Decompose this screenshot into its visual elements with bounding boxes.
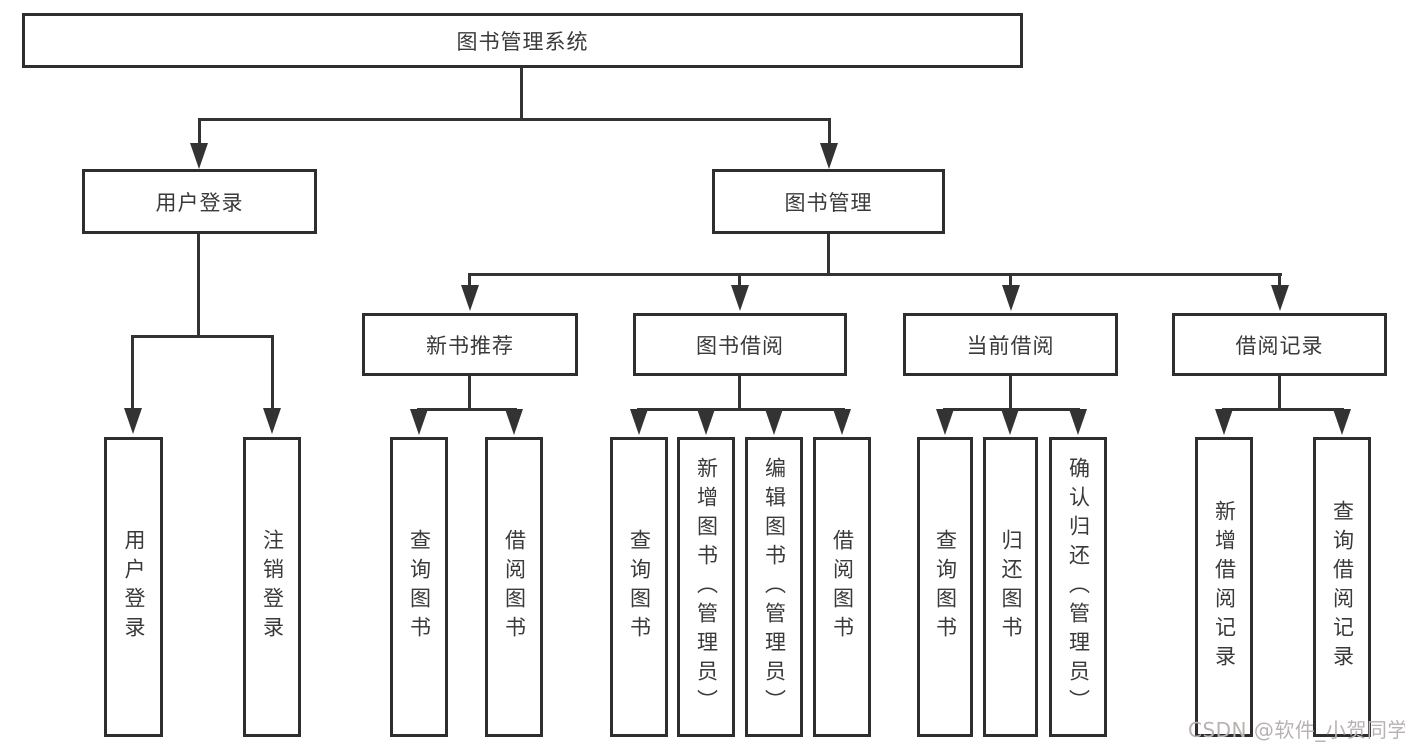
connector-line	[1278, 273, 1281, 287]
node-borrow-records-label: 借阅记录	[1235, 333, 1324, 358]
node-current-borrowing: 当前借阅	[903, 313, 1118, 376]
arrowhead-down	[697, 409, 715, 435]
connector-line	[828, 118, 831, 145]
arrowhead-down	[1069, 409, 1087, 435]
node-user-login: 用户登录	[82, 169, 317, 234]
node-new-book-recommend: 新书推荐	[362, 313, 578, 376]
connector-line	[271, 335, 274, 410]
connector-line	[738, 376, 741, 410]
connector-line	[197, 234, 200, 338]
connector-line	[1009, 273, 1012, 287]
connector-line	[468, 273, 471, 287]
node-user-login-label: 用户登录	[155, 190, 244, 215]
node-book-borrowing-label: 图书借阅	[696, 333, 784, 358]
connector-line	[738, 273, 741, 287]
leaf-borrowing-borrow-books: 借阅图书	[813, 437, 871, 737]
arrowhead-down	[505, 409, 523, 435]
node-root-label: 图书管理系统	[456, 29, 589, 54]
connector-line	[1222, 408, 1344, 411]
leaf-query-borrow-record-label: 查询借阅记录	[1330, 500, 1355, 674]
arrowhead-down	[124, 408, 142, 434]
leaf-borrowing-borrow-books-label: 借阅图书	[830, 529, 855, 645]
arrowhead-down	[263, 408, 281, 434]
leaf-add-borrow-record: 新增借阅记录	[1195, 437, 1253, 737]
arrowhead-down	[630, 409, 648, 435]
leaf-recommend-query-books-label: 查询图书	[407, 529, 432, 645]
leaf-add-books-admin: 新增图书（管理员）	[677, 437, 735, 737]
leaf-borrowing-query-books: 查询图书	[610, 437, 668, 737]
leaf-recommend-query-books: 查询图书	[390, 437, 448, 737]
leaf-logout: 注销登录	[243, 437, 301, 737]
arrowhead-down	[820, 143, 838, 169]
arrowhead-down	[1001, 409, 1019, 435]
leaf-current-query-books: 查询图书	[917, 437, 973, 737]
node-current-borrowing-label: 当前借阅	[966, 333, 1055, 358]
leaf-edit-books-admin: 编辑图书（管理员）	[745, 437, 803, 737]
arrowhead-down	[1333, 409, 1351, 435]
node-book-borrowing: 图书借阅	[633, 313, 847, 376]
connector-line	[198, 118, 831, 121]
connector-line	[131, 335, 134, 410]
leaf-add-borrow-record-label: 新增借阅记录	[1212, 500, 1237, 674]
leaf-add-books-admin-label: 新增图书（管理员）	[694, 456, 719, 718]
connector-line	[1278, 376, 1281, 410]
leaf-return-books: 归还图书	[983, 437, 1038, 737]
arrowhead-down	[731, 285, 749, 311]
arrowhead-down	[410, 409, 428, 435]
connector-line	[637, 408, 845, 411]
leaf-edit-books-admin-label: 编辑图书（管理员）	[762, 456, 787, 718]
leaf-query-borrow-record: 查询借阅记录	[1313, 437, 1371, 737]
leaf-return-books-label: 归还图书	[999, 529, 1023, 645]
connector-line	[198, 118, 201, 145]
arrowhead-down	[1002, 285, 1020, 311]
node-borrow-records: 借阅记录	[1172, 313, 1387, 376]
arrowhead-down	[936, 409, 954, 435]
leaf-recommend-borrow-books: 借阅图书	[485, 437, 543, 737]
arrowhead-down	[190, 143, 208, 169]
node-new-book-recommend-label: 新书推荐	[426, 333, 514, 358]
arrowhead-down	[765, 409, 783, 435]
connector-line	[827, 234, 830, 275]
node-book-management: 图书管理	[712, 169, 945, 234]
arrowhead-down	[1215, 409, 1233, 435]
watermark: CSDN @软件_小贺同学	[1188, 718, 1405, 742]
leaf-user-login-label: 用户登录	[122, 529, 146, 645]
node-book-management-label: 图书管理	[784, 190, 873, 215]
leaf-confirm-return-admin: 确认归还（管理员）	[1049, 437, 1107, 737]
connector-line	[417, 408, 517, 411]
leaf-confirm-return-admin-label: 确认归还（管理员）	[1066, 456, 1091, 718]
arrowhead-down	[461, 285, 479, 311]
node-root: 图书管理系统	[22, 13, 1023, 68]
arrowhead-down	[833, 409, 851, 435]
connector-line	[520, 68, 523, 120]
leaf-recommend-borrow-books-label: 借阅图书	[502, 529, 527, 645]
connector-line	[468, 376, 471, 410]
connector-line	[468, 273, 1282, 276]
connector-line	[1009, 376, 1012, 410]
leaf-borrowing-query-books-label: 查询图书	[627, 529, 652, 645]
leaf-logout-label: 注销登录	[260, 529, 285, 645]
arrowhead-down	[1271, 285, 1289, 311]
leaf-user-login: 用户登录	[104, 437, 163, 737]
connector-line	[131, 335, 274, 338]
leaf-current-query-books-label: 查询图书	[933, 529, 958, 645]
